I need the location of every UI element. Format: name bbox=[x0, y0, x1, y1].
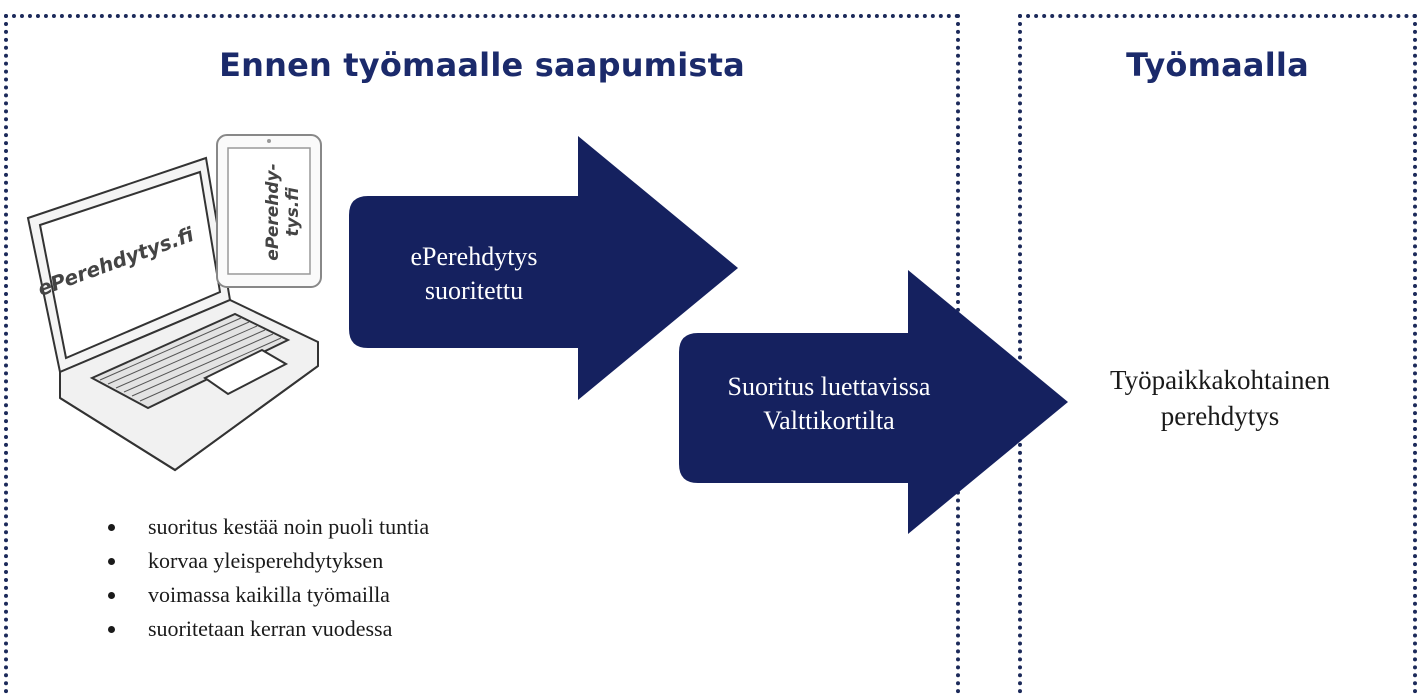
tablet-screen-label-2: tys.fi bbox=[283, 187, 303, 237]
arrow1-text: ePerehdytys suoritettu bbox=[349, 240, 599, 308]
arrow2-line1: Suoritus luettavissa bbox=[727, 372, 931, 401]
arrow-eperehdytys-completed bbox=[349, 136, 738, 400]
benefit-list: suoritus kestää noin puoli tuntia korvaa… bbox=[100, 510, 429, 646]
arrow2-line2: Valttikortilta bbox=[763, 406, 895, 435]
list-item: suoritetaan kerran vuodessa bbox=[128, 612, 429, 646]
list-item: voimassa kaikilla työmailla bbox=[128, 578, 429, 612]
arrow2-text: Suoritus luettavissa Valttikortilta bbox=[679, 370, 979, 438]
worksite-line1: Työpaikkakohtainen bbox=[1109, 365, 1331, 395]
on-site-panel: Työmaalla bbox=[1018, 14, 1417, 694]
tablet-illustration: ePerehdy- tys.fi bbox=[216, 134, 322, 288]
laptop-illustration: ePerehdytys.fi bbox=[26, 156, 319, 472]
tablet-screen-label-1: ePerehdy- bbox=[263, 163, 283, 260]
worksite-orientation-text: Työpaikkakohtainen perehdytys bbox=[1060, 362, 1380, 434]
list-item: suoritus kestää noin puoli tuntia bbox=[128, 510, 429, 544]
before-arrival-title: Ennen työmaalle saapumista bbox=[219, 46, 745, 84]
worksite-line2: perehdytys bbox=[1160, 401, 1280, 431]
arrow1-line1: ePerehdytys bbox=[410, 242, 538, 271]
on-site-title: Työmaalla bbox=[1126, 46, 1309, 84]
arrow-readable-from-valttikortti bbox=[679, 270, 1068, 534]
arrow1-line2: suoritettu bbox=[424, 276, 524, 305]
laptop-screen bbox=[38, 170, 222, 360]
list-item: korvaa yleisperehdytyksen bbox=[128, 544, 429, 578]
laptop-touchpad bbox=[203, 348, 289, 396]
